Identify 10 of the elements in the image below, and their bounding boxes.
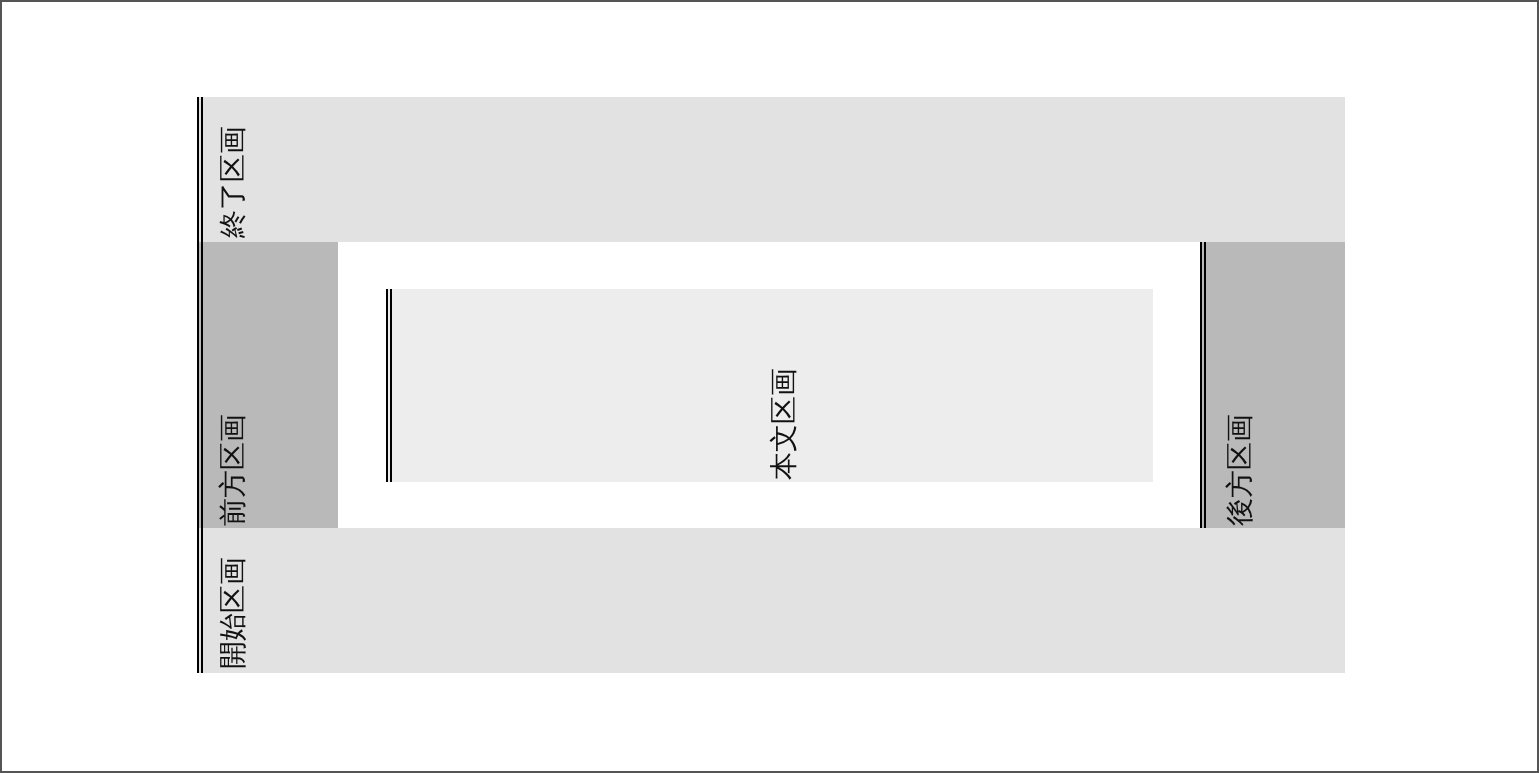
- section-label: 後方区画: [1224, 414, 1256, 526]
- section-label: 前方区画: [217, 414, 249, 526]
- section-region: [1200, 242, 1345, 528]
- section-region: [197, 242, 338, 528]
- section-label: 終了区画: [217, 126, 249, 238]
- section-region: [197, 528, 1345, 673]
- section-region: [386, 289, 1153, 482]
- section-label: 本文区画: [768, 368, 800, 480]
- section-label: 開始区画: [217, 557, 249, 669]
- section-region: [197, 97, 1345, 242]
